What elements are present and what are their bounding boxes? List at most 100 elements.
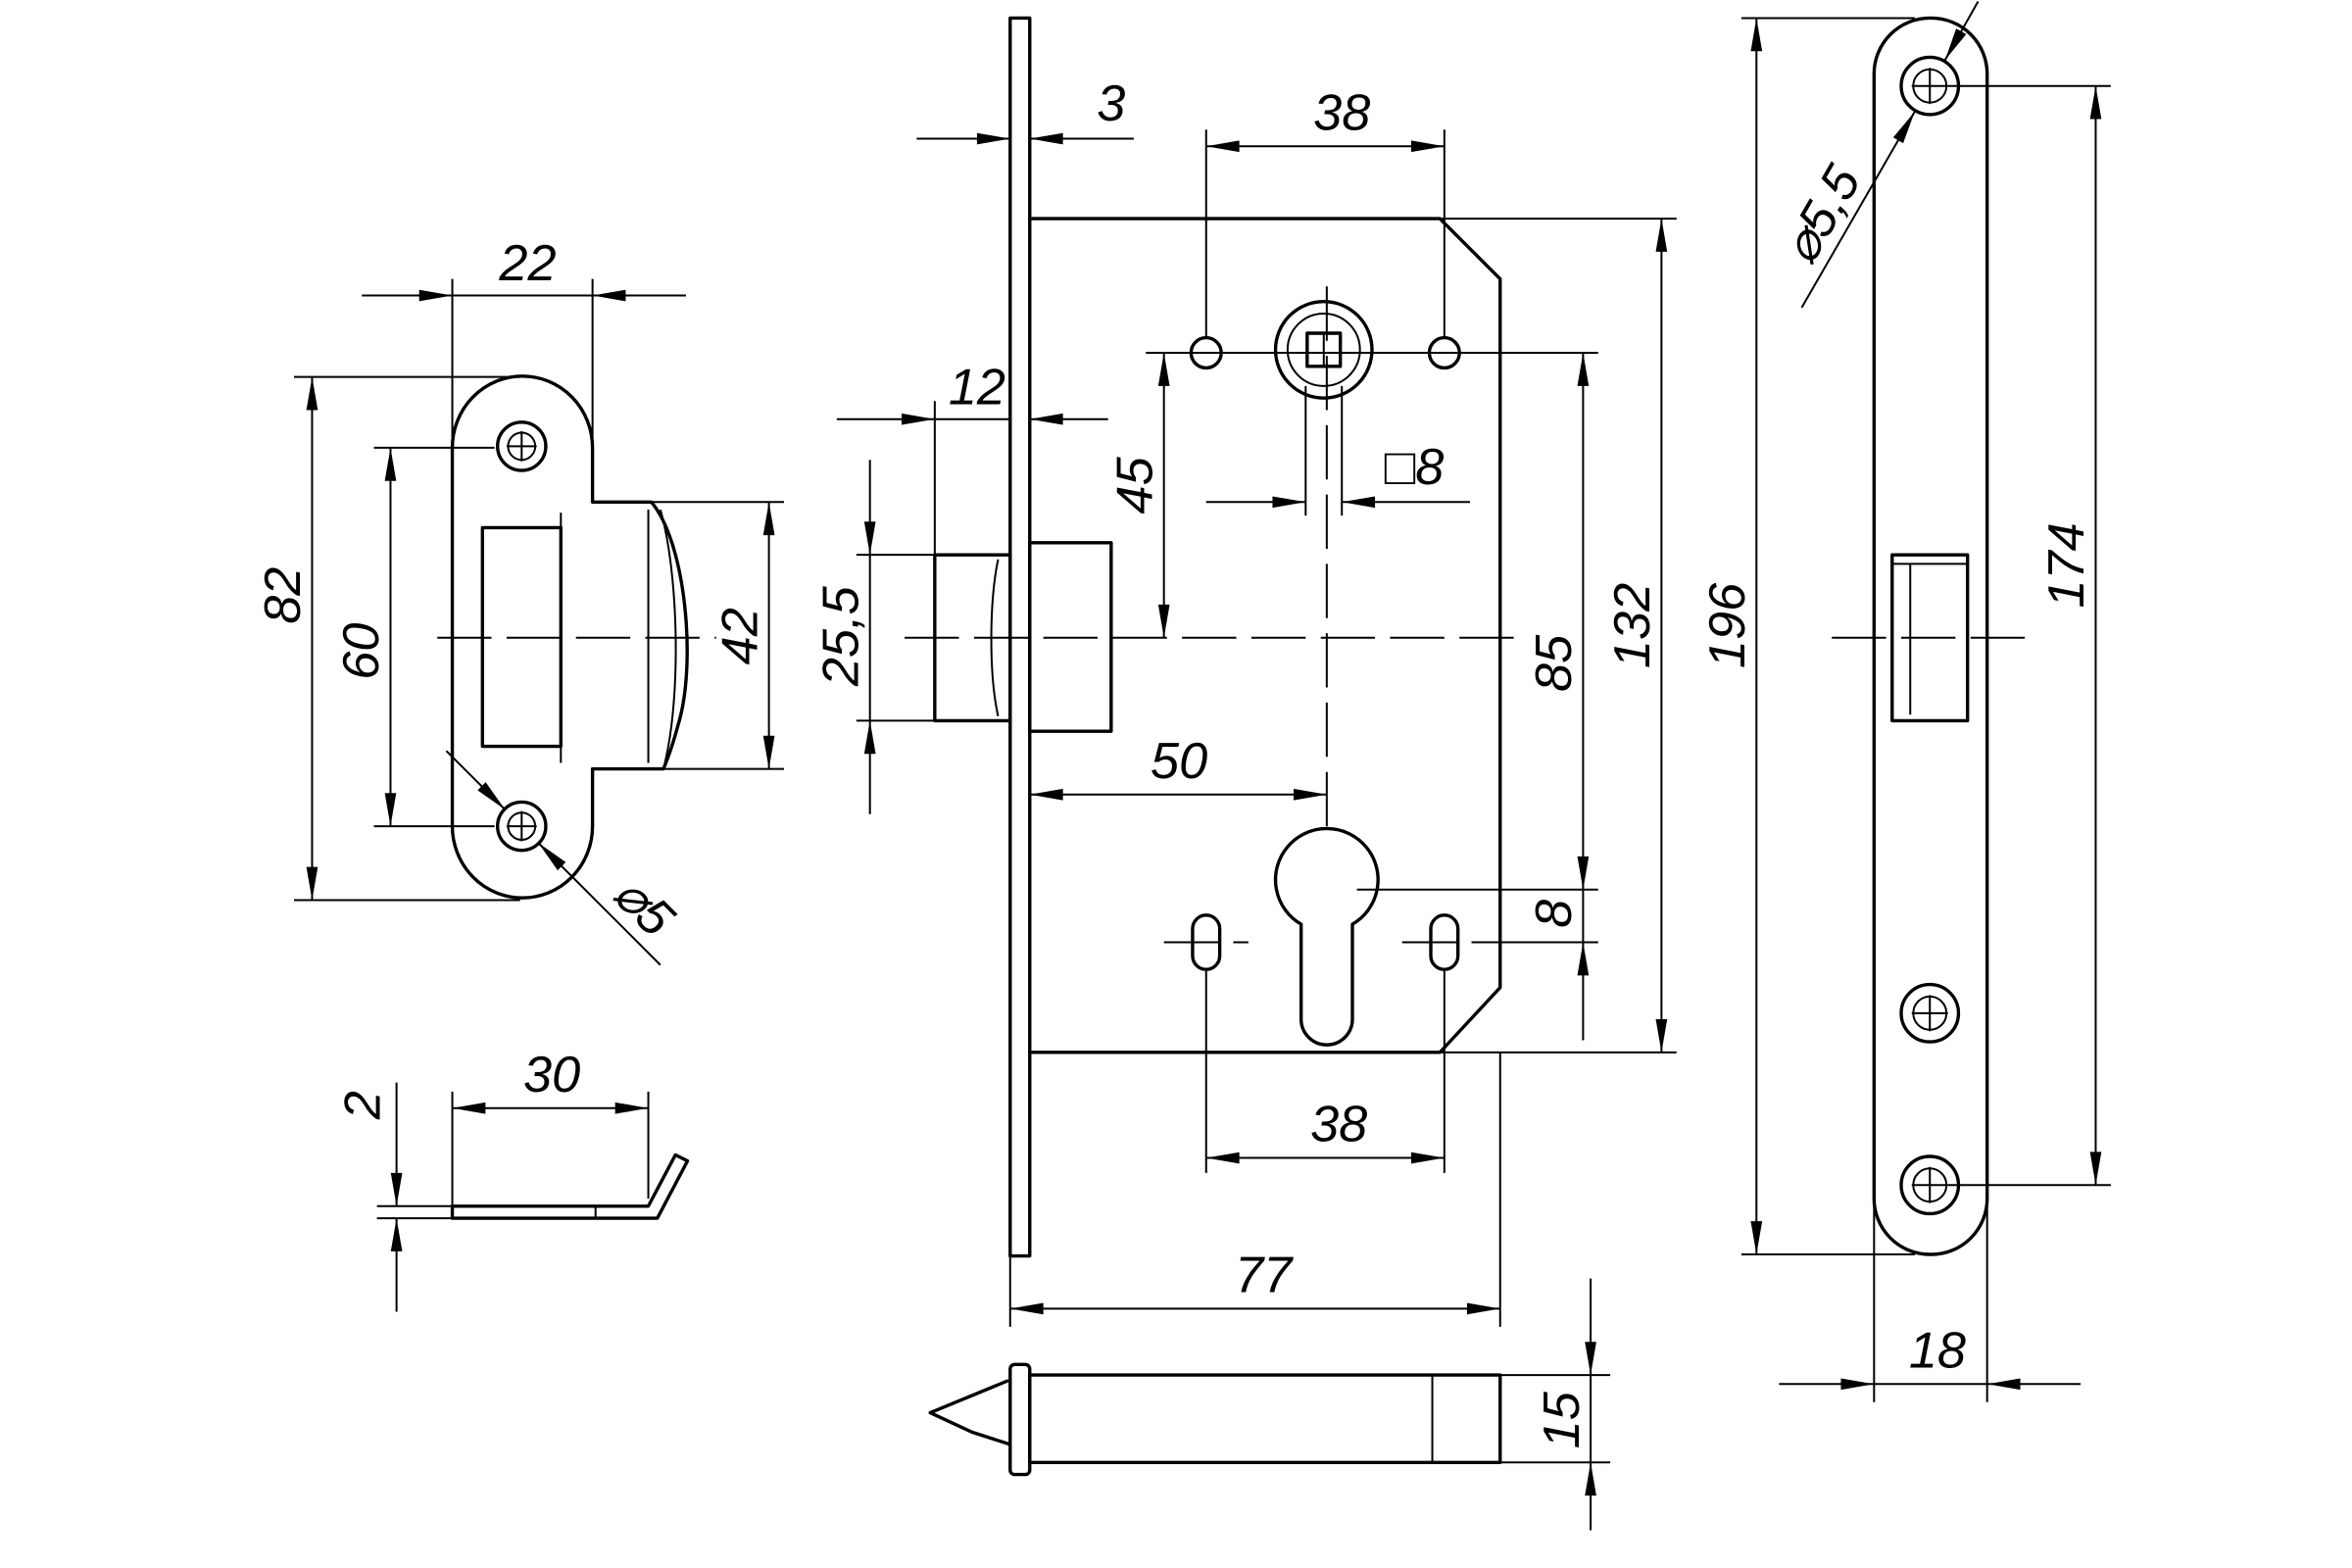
- spindle-hub-inner: [1286, 313, 1361, 387]
- leader-line: [1800, 111, 1916, 309]
- screw-hole-outer: [496, 800, 548, 853]
- arrowhead: [2089, 1152, 2102, 1186]
- latch-bolt-top-view: [928, 1362, 1502, 1477]
- latch-bolt-width-label: 15: [1534, 1391, 1591, 1448]
- faceplate-length-dimension: 196: [1699, 17, 1915, 1255]
- latch-height-dimension: 25,5: [812, 460, 935, 814]
- strike-thickness-label: 2: [335, 1091, 392, 1120]
- cylinder-offset-dimension: 8: [1485, 889, 1598, 1041]
- arrowhead: [390, 1172, 403, 1206]
- euro-cylinder-profile: [1273, 826, 1380, 1047]
- body-depth-dimension: 77: [1008, 1052, 1501, 1327]
- spindle-offset-label: 45: [1106, 456, 1163, 514]
- lock-body-side-view: [905, 16, 1598, 1258]
- latch-projection-dimension: 12: [836, 359, 1108, 556]
- arrowhead: [1577, 942, 1590, 976]
- strike-lip-height-label: 42: [711, 608, 768, 664]
- strike-side-dimensions: 30 2: [335, 1047, 650, 1312]
- arrowhead: [762, 735, 775, 769]
- arrowhead: [1411, 1152, 1445, 1164]
- bottom-hole-spacing-label: 38: [1310, 1097, 1367, 1153]
- center-distance-label: 85: [1526, 634, 1583, 692]
- spindle-square-label: □8: [1385, 439, 1445, 496]
- strike-plate-screw-hole-top: [496, 420, 548, 472]
- strike-plate-dimensions: 22 82 60 42 ⌀5: [255, 235, 784, 966]
- arrowhead: [1577, 856, 1590, 890]
- arrowhead: [1029, 788, 1063, 801]
- bottom-hole-spacing-dimension: 38: [1204, 970, 1446, 1173]
- backset-label: 50: [1151, 733, 1207, 790]
- arrowhead: [1342, 496, 1376, 509]
- arrowhead: [1655, 1019, 1668, 1053]
- spindle-offset-dimension: 45: [1106, 353, 1170, 638]
- latch-bolt-tip: [928, 1379, 1012, 1446]
- spindle-hub-outer: [1273, 300, 1374, 400]
- latch-bolt-bevel: [990, 559, 1000, 716]
- faceplate-dimensions: 196 ⌀5,5 174 18: [1699, 1, 2111, 1402]
- strike-length-dimension: 30: [451, 1047, 650, 1206]
- strike-lip-height-dimension: 42: [651, 501, 784, 770]
- strike-length-label: 30: [523, 1047, 580, 1103]
- backset-dimension: 50: [1029, 733, 1327, 801]
- arrowhead: [1205, 140, 1240, 153]
- arrowhead: [1029, 413, 1063, 425]
- arrowhead: [902, 413, 935, 425]
- top-hole-spacing-dimension: 38: [1204, 84, 1446, 338]
- arrowhead: [1029, 132, 1063, 145]
- arrowhead: [1986, 1378, 2021, 1391]
- faceplate-screw-hole-middle: [1899, 982, 1961, 1044]
- screw-hole-outer: [1899, 982, 1961, 1044]
- strike-plate-screw-hole-bottom: [496, 800, 548, 853]
- arrowhead: [452, 1102, 486, 1114]
- arrowhead: [1272, 496, 1306, 509]
- arrowhead: [1157, 604, 1170, 638]
- arrowhead: [1750, 1221, 1763, 1254]
- arrowhead: [1750, 18, 1763, 52]
- strike-thickness-dimension: 2: [335, 1082, 453, 1312]
- latch-bolt-width-dimension: 15: [1499, 1278, 1611, 1531]
- arrowhead: [863, 720, 876, 755]
- faceplate-width-label: 18: [1909, 1322, 1966, 1379]
- center-distance-dimension: 85: [1356, 353, 1598, 891]
- strike-plate-outline: [450, 374, 689, 900]
- faceplate-thickness-dimension: 3: [916, 75, 1134, 145]
- arrowhead: [614, 1102, 649, 1114]
- faceplate-front-view: [1832, 16, 2029, 1256]
- arrowhead: [1466, 1302, 1500, 1315]
- arrowhead: [2089, 85, 2102, 120]
- arrowhead: [384, 793, 397, 827]
- arrowhead: [1840, 1378, 1875, 1391]
- latch-bolt-housing: [1028, 541, 1113, 733]
- latch-bolt-body: [1028, 1373, 1502, 1465]
- strike-plate-front-view: [437, 374, 716, 900]
- strike-width-label: 22: [498, 235, 556, 292]
- lock-body-dimensions: 3 38 12 45 25,5: [812, 75, 1677, 1327]
- latch-projection-label: 12: [949, 359, 1005, 416]
- lock-body-outline: [1028, 217, 1502, 1054]
- body-height-dimension: 132: [1440, 218, 1677, 1054]
- arrowhead: [1585, 1342, 1596, 1376]
- spindle-square-dimension: □8: [1205, 385, 1470, 516]
- arrowhead: [477, 782, 506, 810]
- strike-hole-spacing-label: 60: [333, 623, 390, 680]
- arrowhead: [1577, 353, 1590, 386]
- strike-height-label: 82: [255, 567, 312, 624]
- strike-height-dimension: 82: [255, 375, 520, 902]
- arrowhead: [1205, 1152, 1240, 1164]
- arrowhead: [418, 289, 453, 302]
- arrowhead: [1585, 1462, 1596, 1496]
- arrowhead: [1655, 219, 1668, 252]
- faceplate-screw-spacing-label: 174: [2038, 522, 2095, 608]
- arrowhead: [1944, 28, 1967, 61]
- faceplate-outline: [1872, 16, 1989, 1256]
- arrowhead: [1294, 788, 1327, 801]
- cylinder-offset-label: 8: [1526, 900, 1583, 928]
- faceplate-screw-spacing-dimension: 174: [1947, 84, 2111, 1187]
- faceplate-width-dimension: 18: [1779, 1205, 2082, 1402]
- arrowhead: [592, 289, 626, 302]
- strike-hole-spacing-dimension: 60: [333, 446, 495, 828]
- body-height-label: 132: [1604, 583, 1661, 668]
- arrowhead: [306, 376, 318, 411]
